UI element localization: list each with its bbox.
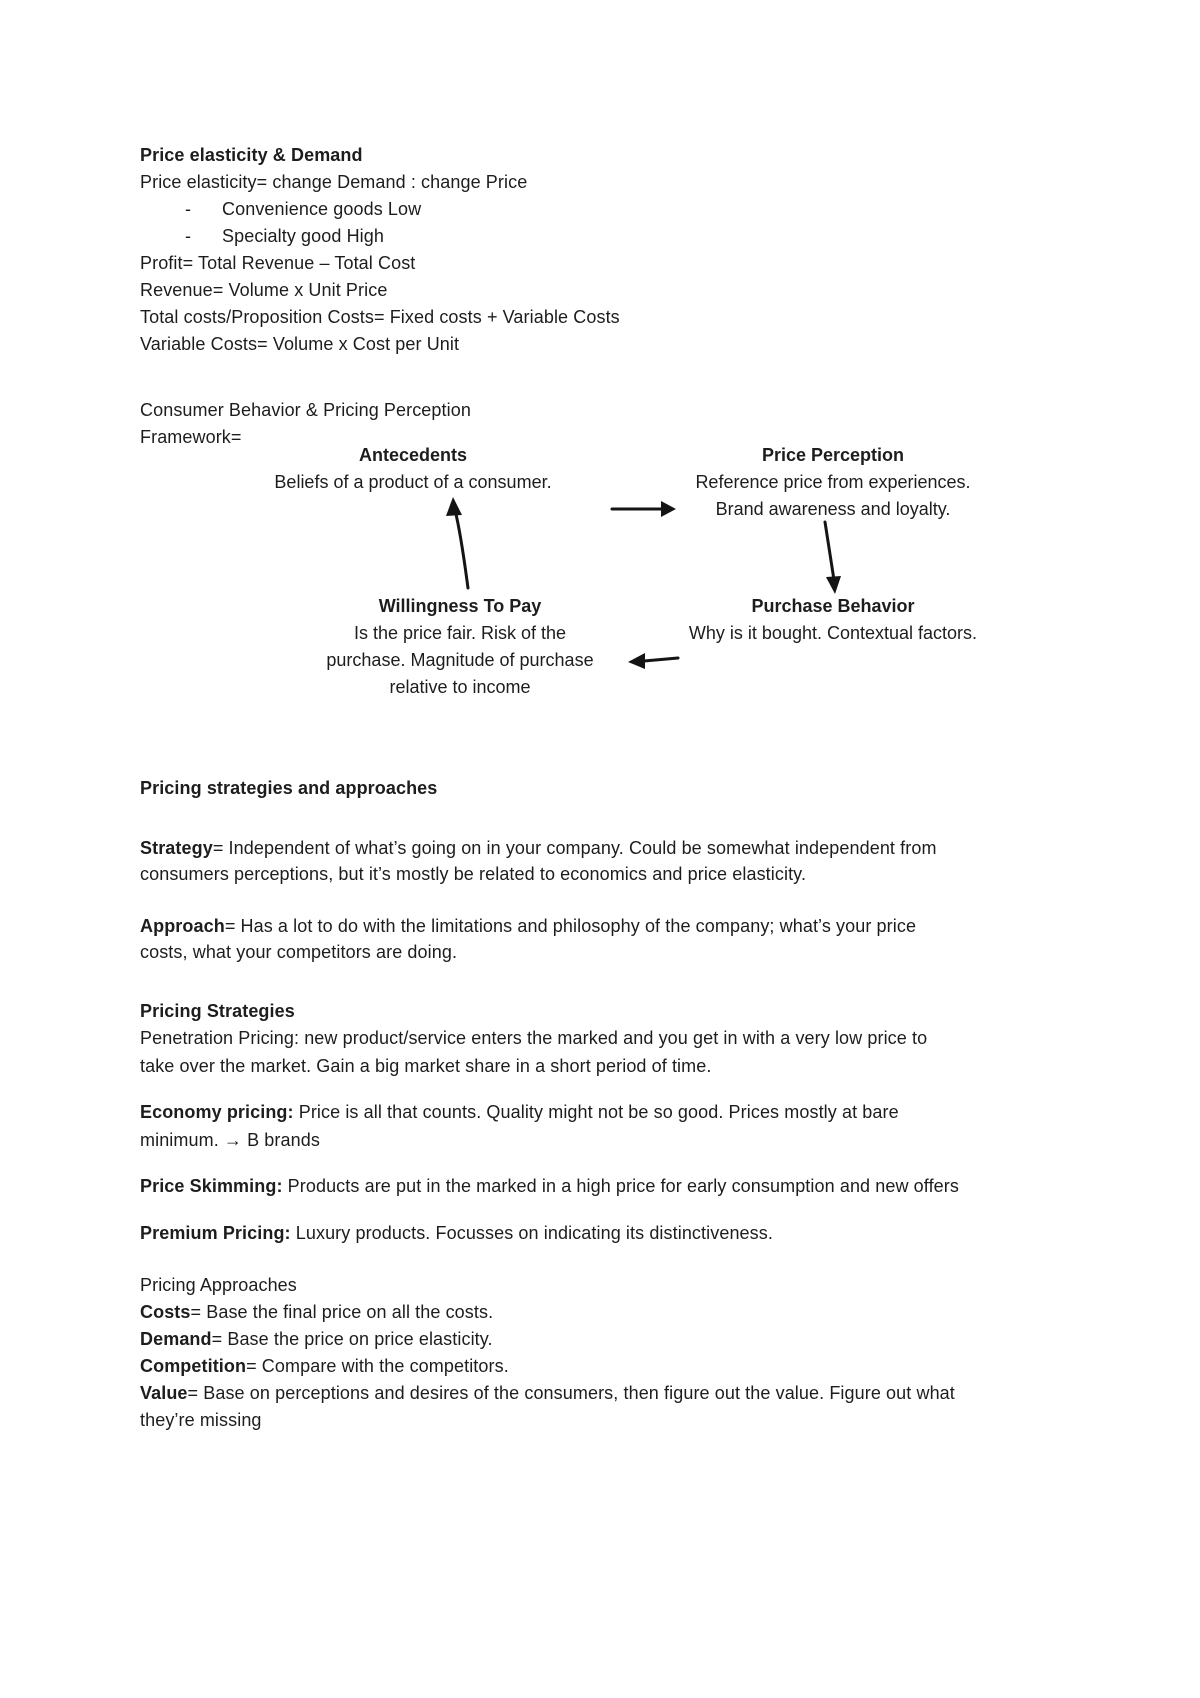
- formula-revenue-seg0: Revenue= Volume x Unit Price: [140, 280, 388, 300]
- bullet-dash: -: [185, 226, 192, 246]
- para-premium-pricing-seg0: Premium Pricing:: [140, 1223, 291, 1243]
- heading-pricing-strategies: Pricing Strategies: [140, 1001, 295, 1021]
- framework-label: Framework=: [140, 427, 242, 447]
- para-penetration-line2: take over the market. Gain a big market …: [140, 1056, 711, 1076]
- para-approach-line1: Approach= Has a lot to do with the limit…: [140, 916, 916, 936]
- para-economy-line2-seg0: minimum. → B brands: [140, 1130, 320, 1150]
- para-approach-line1-seg0: Approach: [140, 916, 225, 936]
- node-price-perception-line1: Brand awareness and loyalty.: [715, 499, 951, 519]
- heading-pricing-approaches: Pricing Approaches: [140, 1275, 297, 1295]
- up-arrow-icon: [446, 497, 470, 590]
- para-strategy-line1: Strategy= Independent of what’s going on…: [140, 838, 937, 858]
- para-economy-line1-seg0: Economy pricing:: [140, 1102, 294, 1122]
- para-approach-line2: costs, what your competitors are doing.: [140, 942, 457, 962]
- approach-value-line1-seg1: = Base on perceptions and desires of the…: [187, 1383, 955, 1403]
- para-penetration-line2-seg0: take over the market. Gain a big market …: [140, 1056, 712, 1076]
- bullet-convenience-goods: - Convenience goods Low: [185, 199, 421, 219]
- para-economy-line1: Economy pricing: Price is all that count…: [140, 1102, 899, 1122]
- para-price-skimming: Price Skimming: Products are put in the …: [140, 1176, 959, 1196]
- para-approach-line1-seg1: = Has a lot to do with the limitations a…: [224, 916, 917, 936]
- node-willingness-to-pay-line0: Is the price fair. Risk of the: [353, 623, 567, 643]
- approach-demand: Demand= Base the price on price elastici…: [140, 1329, 493, 1349]
- bullet-specialty-good-seg0: Specialty good High: [222, 226, 385, 246]
- para-strategy-line1-seg0: Strategy: [140, 838, 213, 858]
- bullet-dash: -: [185, 199, 192, 219]
- para-strategy-line1-seg1: = Independent of what’s going on in your…: [212, 838, 937, 858]
- node-willingness-to-pay: Willingness To Pay Is the price fair. Ris…: [200, 593, 720, 701]
- approach-costs-seg0: Costs: [140, 1302, 191, 1322]
- node-purchase-behavior-line0: Why is it bought. Contextual factors.: [688, 623, 978, 643]
- heading-pricing-approaches-seg0: Pricing Approaches: [140, 1275, 297, 1295]
- approach-costs: Costs= Base the final price on all the c…: [140, 1302, 493, 1322]
- para-strategy-line2-seg0: consumers perceptions, but it’s mostly b…: [140, 864, 807, 884]
- approach-competition-seg0: Competition: [140, 1356, 247, 1376]
- node-antecedents-title: Antecedents: [358, 445, 468, 465]
- para-price-skimming-seg1: Products are put in the marked in a high…: [282, 1176, 959, 1196]
- framework-label-seg0: Framework=: [140, 427, 242, 447]
- node-purchase-behavior-title: Purchase Behavior: [751, 596, 915, 616]
- bullet-convenience-goods-seg0: Convenience goods Low: [222, 199, 422, 219]
- node-willingness-to-pay-line2: relative to income: [389, 677, 531, 697]
- node-willingness-to-pay-line1: purchase. Magnitude of purchase: [326, 650, 594, 670]
- formula-price-elasticity: Price elasticity= change Demand : change…: [140, 172, 527, 192]
- para-price-skimming-seg0: Price Skimming:: [140, 1176, 283, 1196]
- heading-pricing-strategies-seg0: Pricing Strategies: [140, 1001, 295, 1021]
- approach-value-line1: Value= Base on perceptions and desires o…: [140, 1383, 955, 1403]
- formula-profit-seg0: Profit= Total Revenue – Total Cost: [140, 253, 416, 273]
- down-arrow-icon: [823, 520, 841, 594]
- approach-competition-seg1: = Compare with the competitors.: [246, 1356, 509, 1376]
- formula-revenue: Revenue= Volume x Unit Price: [140, 280, 387, 300]
- approach-value-line2-seg0: they’re missing: [140, 1410, 262, 1430]
- formula-total-costs: Total costs/Proposition Costs= Fixed cos…: [140, 307, 620, 327]
- approach-competition: Competition= Compare with the competitor…: [140, 1356, 509, 1376]
- bullet-specialty-good: - Specialty good High: [185, 226, 384, 246]
- heading-pricing-strategies-approaches-seg0: Pricing strategies and approaches: [140, 778, 438, 798]
- formula-variable-costs: Variable Costs= Volume x Cost per Unit: [140, 334, 459, 354]
- formula-total-costs-seg0: Total costs/Proposition Costs= Fixed cos…: [140, 307, 620, 327]
- approach-value-line2: they’re missing: [140, 1410, 262, 1430]
- formula-profit: Profit= Total Revenue – Total Cost: [140, 253, 415, 273]
- formula-price-elasticity-seg0: Price elasticity= change Demand : change…: [140, 172, 528, 192]
- heading-pricing-strategies-approaches: Pricing strategies and approaches: [140, 778, 437, 798]
- approach-value-line1-seg0: Value: [140, 1383, 188, 1403]
- para-penetration-line1: Penetration Pricing: new product/service…: [140, 1028, 927, 1048]
- para-premium-pricing-seg1: Luxury products. Focusses on indicating …: [290, 1223, 773, 1243]
- heading-price-elasticity: Price elasticity & Demand: [140, 145, 363, 165]
- heading-consumer-behavior: Consumer Behavior & Pricing Perception: [140, 400, 471, 420]
- approach-demand-seg0: Demand: [140, 1329, 212, 1349]
- node-price-perception-line0: Reference price from experiences.: [695, 472, 971, 492]
- para-premium-pricing: Premium Pricing: Luxury products. Focuss…: [140, 1223, 773, 1243]
- node-antecedents-line0: Beliefs of a product of a consumer.: [274, 472, 552, 492]
- node-willingness-to-pay-title: Willingness To Pay: [378, 596, 542, 616]
- heading-consumer-behavior-seg0: Consumer Behavior & Pricing Perception: [140, 400, 471, 420]
- node-price-perception-title: Price Perception: [761, 445, 905, 465]
- formula-variable-costs-seg0: Variable Costs= Volume x Cost per Unit: [140, 334, 460, 354]
- approach-demand-seg1: = Base the price on price elasticity.: [211, 1329, 493, 1349]
- para-strategy-line2: consumers perceptions, but it’s mostly b…: [140, 864, 806, 884]
- para-approach-line2-seg0: costs, what your competitors are doing.: [140, 942, 458, 962]
- heading-price-elasticity-seg0: Price elasticity & Demand: [140, 145, 363, 165]
- approach-costs-seg1: = Base the final price on all the costs.: [190, 1302, 494, 1322]
- para-economy-line2: minimum. → B brands: [140, 1130, 320, 1150]
- para-economy-line1-seg1: Price is all that counts. Quality might …: [293, 1102, 899, 1122]
- para-penetration-line1-seg0: Penetration Pricing: new product/service…: [140, 1028, 928, 1048]
